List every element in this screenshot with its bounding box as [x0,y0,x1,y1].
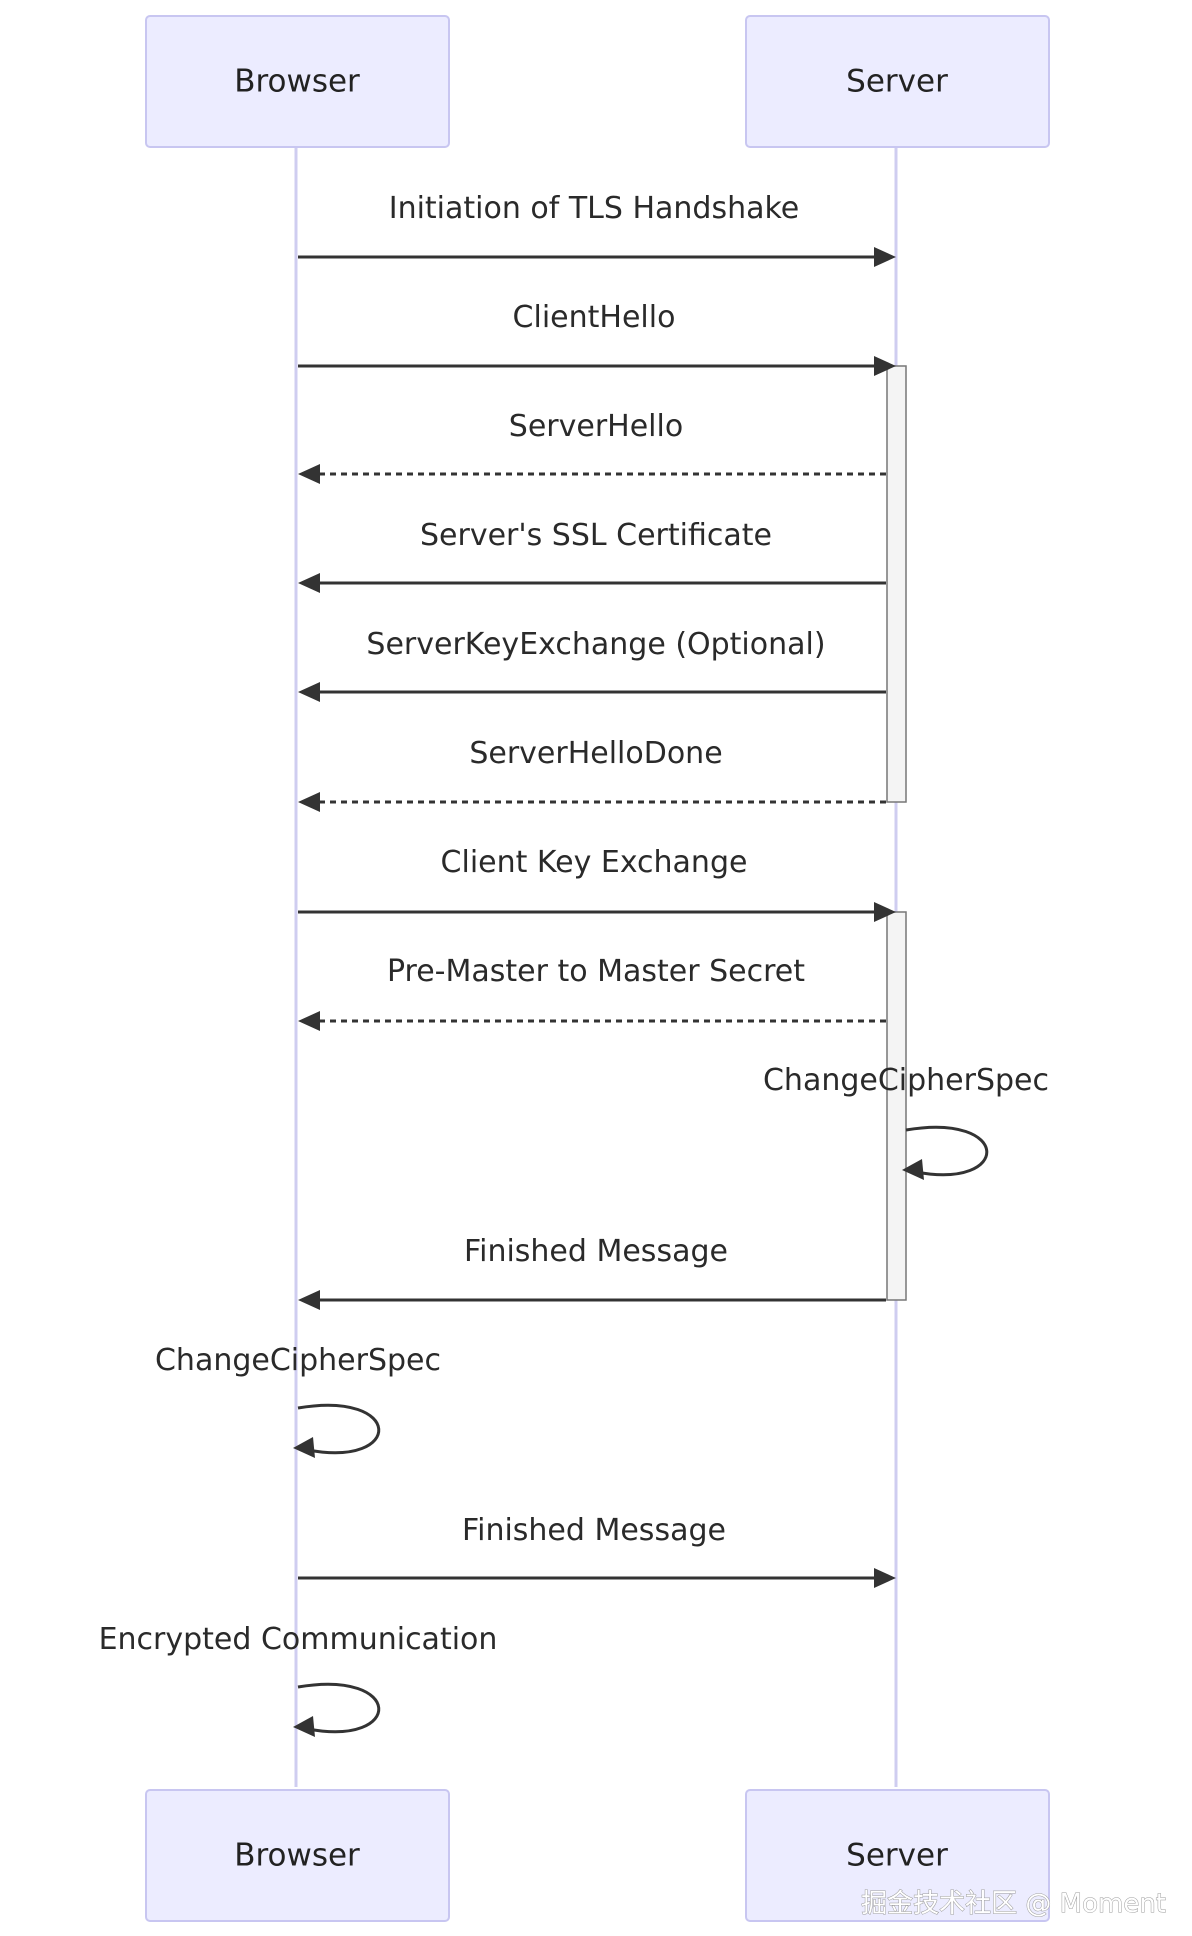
message-arrow-server-key-exchange [298,682,886,702]
message-arrow-client-key-exchange [298,902,896,922]
arrowhead-icon [874,247,896,267]
watermark: 掘金技术社区 @ Moment [861,1889,1166,1919]
self-loop-change-cipher-spec-browser [293,1403,381,1458]
message-label-finished-server: Finished Message [464,1234,728,1269]
arrowhead-icon [298,682,320,702]
actor-server-top: Server [745,15,1050,148]
actor-label: Browser [234,1838,360,1874]
message-label-server-key-exchange: ServerKeyExchange (Optional) [366,627,825,662]
message-arrow-tls-initiation [298,247,896,267]
message-label-pre-master-secret: Pre-Master to Master Secret [387,954,805,989]
message-arrow-server-hello [298,464,886,484]
message-label-tls-initiation: Initiation of TLS Handshake [389,191,800,226]
message-label-server-hello-done: ServerHelloDone [469,736,722,771]
arrowhead-icon [298,573,320,593]
activation-bar-server-2 [886,911,907,1301]
message-label-client-key-exchange: Client Key Exchange [441,845,748,880]
message-arrow-pre-master-secret [298,1011,886,1031]
message-arrow-server-hello-done [298,792,886,812]
actor-label: Browser [234,64,360,100]
actor-server-bottom: Server [745,1789,1050,1922]
message-label-finished-browser: Finished Message [462,1513,726,1548]
actor-browser-top: Browser [145,15,450,148]
message-arrow-finished-server [298,1290,886,1310]
arrowhead-icon [298,464,320,484]
self-loop-encrypted-communication [293,1682,381,1737]
message-arrow-client-hello [298,356,896,376]
message-label-server-certificate: Server's SSL Certificate [420,518,772,553]
message-arrow-finished-browser [298,1568,896,1588]
message-label-encrypted-communication: Encrypted Communication [99,1622,498,1657]
message-label-server-hello: ServerHello [509,409,683,444]
arrowhead-icon [874,902,896,922]
arrowhead-icon [298,1290,320,1310]
message-label-change-cipher-spec-server: ChangeCipherSpec [763,1063,1049,1098]
arrowhead-icon [902,1159,924,1180]
arrowhead-icon [874,356,896,376]
actor-label: Server [846,64,948,100]
message-label-change-cipher-spec-browser: ChangeCipherSpec [155,1343,441,1378]
arrowhead-icon [874,1568,896,1588]
arrowhead-icon [293,1716,315,1737]
message-arrow-server-certificate [298,573,886,593]
arrowhead-icon [298,1011,320,1031]
arrowhead-icon [298,792,320,812]
actor-browser-bottom: Browser [145,1789,450,1922]
activation-bar-server-1 [886,365,907,803]
actor-label: Server [846,1838,948,1874]
arrowhead-icon [293,1437,315,1458]
message-label-client-hello: ClientHello [513,300,676,335]
self-loop-change-cipher-spec-server [902,1125,989,1180]
